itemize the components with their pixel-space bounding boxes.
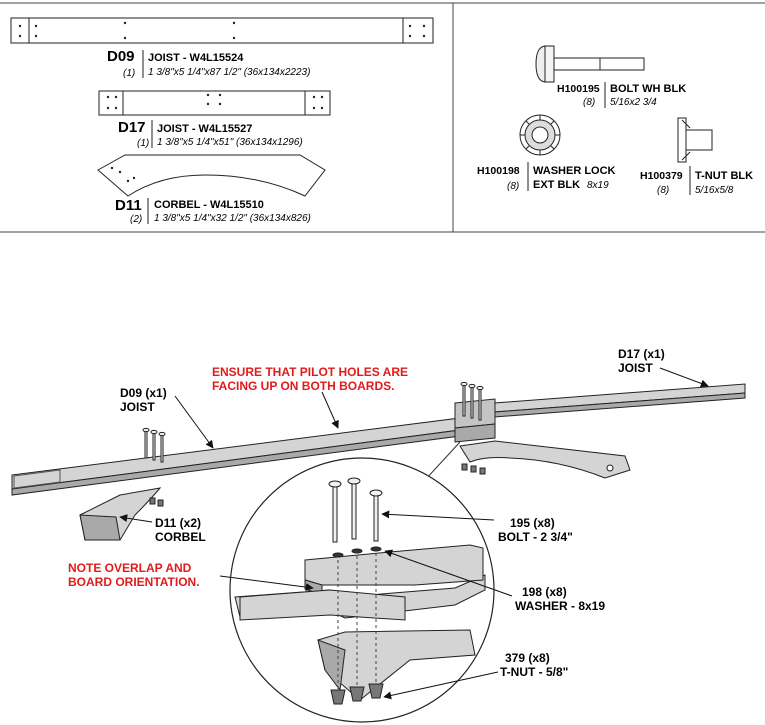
label-d11-line-1: D11 (x2) [155,516,201,530]
label-tnut-line-1: 379 (x8) [505,651,550,665]
hardware-name-2: EXT BLK [533,179,580,191]
part-dims: 1 3/8"x5 1/4"x32 1/2" (36x134x826) [154,213,311,224]
part-name: JOIST - W4L15527 [157,123,252,135]
part-name: JOIST - W4L15524 [148,52,244,64]
note-overlap-line-2: BOARD ORIENTATION. [68,575,200,589]
part-qty: (1) [137,138,149,149]
hardware-name: T-NUT BLK [695,170,753,182]
part-code: D11 [115,197,142,214]
label-bolt-line-1: 195 (x8) [510,516,555,530]
hardware-tnut: H100379 (8) T-NUT BLK 5/16x5/8 [640,117,753,196]
part-qty: (1) [123,68,135,79]
hardware-size: 8x19 [587,180,609,191]
hardware-size: 5/16x2 3/4 [610,97,657,108]
hardware-name: WASHER LOCK [533,165,616,177]
part-d11-corbel: D11 (2) CORBEL - W4L15510 1 3/8"x5 1/4"x… [97,154,326,225]
part-qty: (2) [130,214,142,225]
parts-list-panel [0,2,765,233]
note-pilot-line-1: ENSURE THAT PILOT HOLES ARE [212,365,408,379]
hardware-code: H100198 [477,165,520,177]
label-d09-line-2: JOIST [120,400,155,414]
hardware-code: H100195 [557,83,600,95]
hardware-name: BOLT WH BLK [610,83,686,95]
label-d11-line-2: CORBEL [155,530,206,544]
hardware-washer: H100198 (8) WASHER LOCK EXT BLK 8x19 [477,114,616,192]
hardware-code: H100379 [640,170,683,182]
label-d17-line-1: D17 (x1) [618,347,665,361]
callout-d09: D09 (x1) JOIST [120,386,214,449]
callout-washer: 198 (x8) WASHER - 8x19 [384,549,605,613]
hardware-bolt: H100195 (8) BOLT WH BLK 5/16x2 3/4 [535,45,686,108]
part-d09-joist: D09 (1) JOIST - W4L15524 1 3/8"x5 1/4"x8… [10,17,434,79]
callout-pilot-note: ENSURE THAT PILOT HOLES ARE FACING UP ON… [212,365,408,429]
part-name: CORBEL - W4L15510 [154,199,264,211]
label-bolt-line-2: BOLT - 2 3/4" [498,530,573,544]
note-overlap-line-1: NOTE OVERLAP AND [68,561,192,575]
hardware-size: 5/16x5/8 [695,185,734,196]
callout-d17: D17 (x1) JOIST [618,347,709,388]
label-d09-line-1: D09 (x1) [120,386,167,400]
label-washer-line-1: 198 (x8) [522,585,567,599]
label-washer-line-2: WASHER - 8x19 [515,599,605,613]
note-pilot-line-2: FACING UP ON BOTH BOARDS. [212,379,394,393]
callout-tnut: 379 (x8) T-NUT - 5/8" [383,651,568,700]
callout-overlap-note: NOTE OVERLAP AND BOARD ORIENTATION. [68,561,314,592]
part-code: D09 [107,48,135,65]
hardware-qty: (8) [583,97,595,108]
callout-bolt: 195 (x8) BOLT - 2 3/4" [381,510,573,544]
part-code: D17 [118,119,146,136]
callout-d11: D11 (x2) CORBEL [119,514,206,544]
part-dims: 1 3/8"x5 1/4"x51" (36x134x1296) [157,137,303,148]
label-d17-line-2: JOIST [618,361,653,375]
assembly-illustration [11,381,746,723]
hardware-qty: (8) [507,181,519,192]
part-d17-joist: D17 (1) JOIST - W4L15527 1 3/8"x5 1/4"x5… [98,90,331,149]
part-dims: 1 3/8"x5 1/4"x87 1/2" (36x134x2223) [148,67,310,78]
hardware-qty: (8) [657,185,669,196]
label-tnut-line-2: T-NUT - 5/8" [500,665,568,679]
